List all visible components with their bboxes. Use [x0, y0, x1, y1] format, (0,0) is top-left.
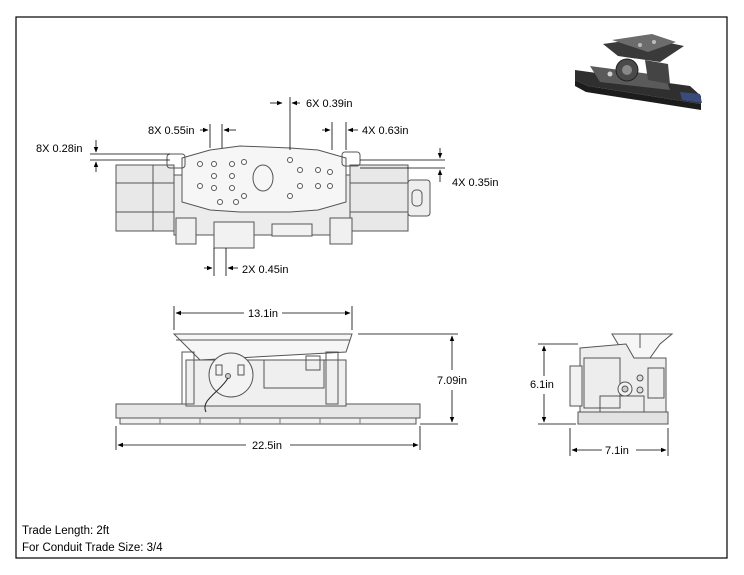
conduit-size-note: For Conduit Trade Size: 3/4 [22, 542, 163, 554]
dim-bottom-holes-2x: 2X 0.45in [242, 264, 288, 276]
dim-right-offset-4x: 4X 0.35in [452, 177, 498, 189]
side-view [569, 333, 674, 425]
dim-overall-length: 22.5in [252, 440, 282, 452]
dim-top-holes-8x-spacing: 8X 0.55in [148, 125, 194, 137]
dim-front-plate-width: 13.1in [248, 308, 278, 320]
dim-side-height: 6.1in [530, 379, 554, 391]
dim-front-height: 7.09in [437, 375, 467, 387]
dim-left-offset-8x: 8X 0.28in [36, 143, 82, 155]
side-view-dimension-lines [538, 343, 669, 456]
front-view-dimension-lines [115, 306, 458, 450]
top-view [115, 145, 431, 249]
dim-side-width: 7.1in [605, 445, 629, 457]
drawing-notes: Trade Length: 2ft For Conduit Trade Size… [22, 523, 163, 557]
front-view [115, 333, 421, 425]
dim-top-holes-4x-spacing: 4X 0.63in [362, 125, 408, 137]
top-view-dimension-lines [90, 97, 445, 276]
dim-top-holes-6x: 6X 0.39in [306, 98, 352, 110]
isometric-view [575, 34, 702, 110]
trade-length-note: Trade Length: 2ft [22, 525, 110, 537]
sheet-border [15, 16, 728, 559]
